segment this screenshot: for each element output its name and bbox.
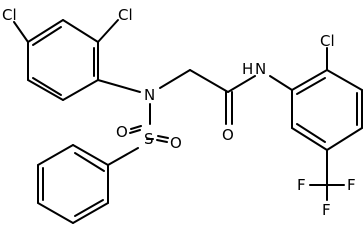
bond	[159, 69, 191, 89]
bond-inner	[74, 152, 105, 172]
bond-inner	[32, 77, 62, 96]
bond	[72, 144, 109, 166]
bond-s-o	[157, 135, 169, 139]
atom-f: F	[322, 201, 331, 219]
bond	[72, 202, 109, 224]
atom-n: N	[144, 86, 155, 104]
bond	[37, 144, 74, 166]
atom-labels: Cl Cl N S O O O N H Cl F F F	[2, 6, 356, 219]
bond	[27, 19, 64, 43]
bond-s-ph	[107, 147, 139, 166]
bond-lines	[13, 19, 363, 224]
bond-inner	[296, 123, 326, 143]
bond-s-o	[156, 139, 168, 143]
atom-cl: Cl	[2, 6, 17, 24]
atom-o: O	[116, 123, 128, 141]
bond	[227, 75, 256, 93]
bond	[37, 202, 74, 224]
bond-inner	[74, 199, 104, 217]
molecule-structure-diagram: Cl Cl N S O O O N H Cl F F F	[2, 6, 363, 224]
atom-f: F	[347, 176, 356, 194]
atom-f: F	[297, 176, 306, 194]
atom-s: S	[144, 130, 154, 148]
atom-h: H	[242, 60, 253, 78]
atom-o: O	[222, 126, 234, 144]
bond-to-cl	[97, 19, 119, 43]
bond	[189, 69, 229, 93]
bond-s-o	[130, 125, 142, 130]
atom-cl: Cl	[118, 6, 133, 24]
bond	[62, 79, 99, 101]
bond	[291, 127, 328, 151]
bond	[27, 79, 64, 101]
atom-n: N	[255, 60, 266, 78]
atom-cl: Cl	[320, 32, 335, 50]
bond	[269, 75, 293, 91]
bond	[326, 127, 363, 151]
bond	[62, 19, 99, 43]
bond	[291, 69, 328, 91]
atom-o: O	[170, 134, 182, 152]
bond-s-o	[129, 129, 141, 134]
bond-to-cl	[13, 21, 29, 43]
bond-inner	[296, 77, 326, 95]
bond-inner	[32, 26, 62, 46]
bond-to-n	[97, 79, 141, 93]
bond	[326, 69, 363, 91]
